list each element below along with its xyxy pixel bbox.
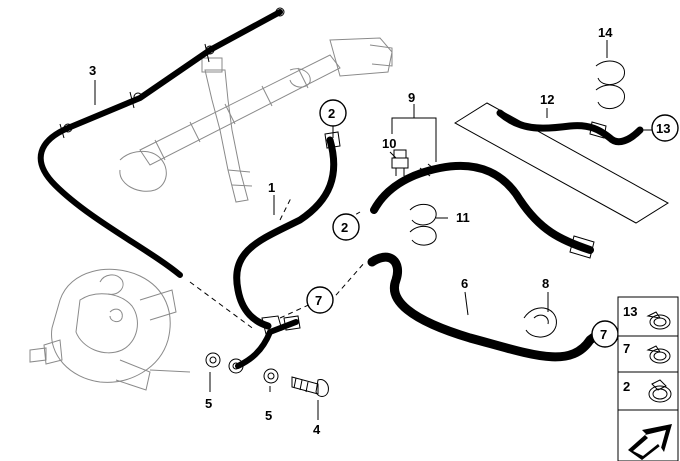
callout-11: 11 (456, 210, 470, 225)
hose-6[interactable] (367, 252, 603, 362)
callout-7-right: 7 (600, 327, 607, 342)
fuel-sensor[interactable] (391, 149, 409, 176)
fuel-rail-ghost (119, 37, 393, 203)
legend-label-2: 2 (623, 379, 630, 394)
callout-12: 12 (540, 92, 554, 107)
callouts: 3 1 2 2 7 7 13 9 10 11 12 14 6 8 5 5 4 (89, 25, 679, 437)
hose-clip-8[interactable] (523, 307, 557, 338)
callout-5-right: 5 (265, 408, 272, 423)
hose-3[interactable] (37, 7, 285, 278)
hose-clip-11[interactable] (409, 203, 437, 246)
sealing-ring-right[interactable] (263, 368, 279, 384)
hose-9[interactable] (370, 161, 595, 259)
dashed-leaders (189, 195, 366, 331)
legend-label-7: 7 (623, 341, 630, 356)
callout-2-top: 2 (328, 106, 335, 121)
callout-7-left: 7 (315, 293, 322, 308)
callout-10: 10 (382, 136, 396, 151)
hose-clamp-icon (646, 345, 671, 364)
panel-12 (454, 102, 669, 224)
pump-feed-line[interactable] (228, 315, 301, 374)
callout-8: 8 (542, 276, 549, 291)
callout-1: 1 (268, 180, 275, 195)
callout-2-middle: 2 (341, 220, 348, 235)
hose-clamp-icon (648, 379, 672, 403)
sealing-ring-left[interactable] (205, 352, 221, 368)
callout-14: 14 (598, 25, 613, 40)
callout-4: 4 (313, 422, 321, 437)
hose-1[interactable] (233, 131, 341, 330)
clamp-legend: 13 7 2 (617, 296, 679, 461)
direction-arrow-icon (628, 424, 672, 460)
callout-6: 6 (461, 276, 468, 291)
banjo-bolt[interactable] (291, 376, 329, 397)
callout-5-left: 5 (205, 396, 212, 411)
callout-13: 13 (656, 121, 670, 136)
callout-9: 9 (408, 90, 415, 105)
hose-clamp-icon (646, 311, 671, 330)
hose-clip-14[interactable] (595, 60, 625, 109)
high-pressure-pump-ghost (29, 268, 191, 391)
callout-3: 3 (89, 63, 96, 78)
legend-label-13: 13 (623, 304, 637, 319)
leader-lines (94, 40, 652, 420)
